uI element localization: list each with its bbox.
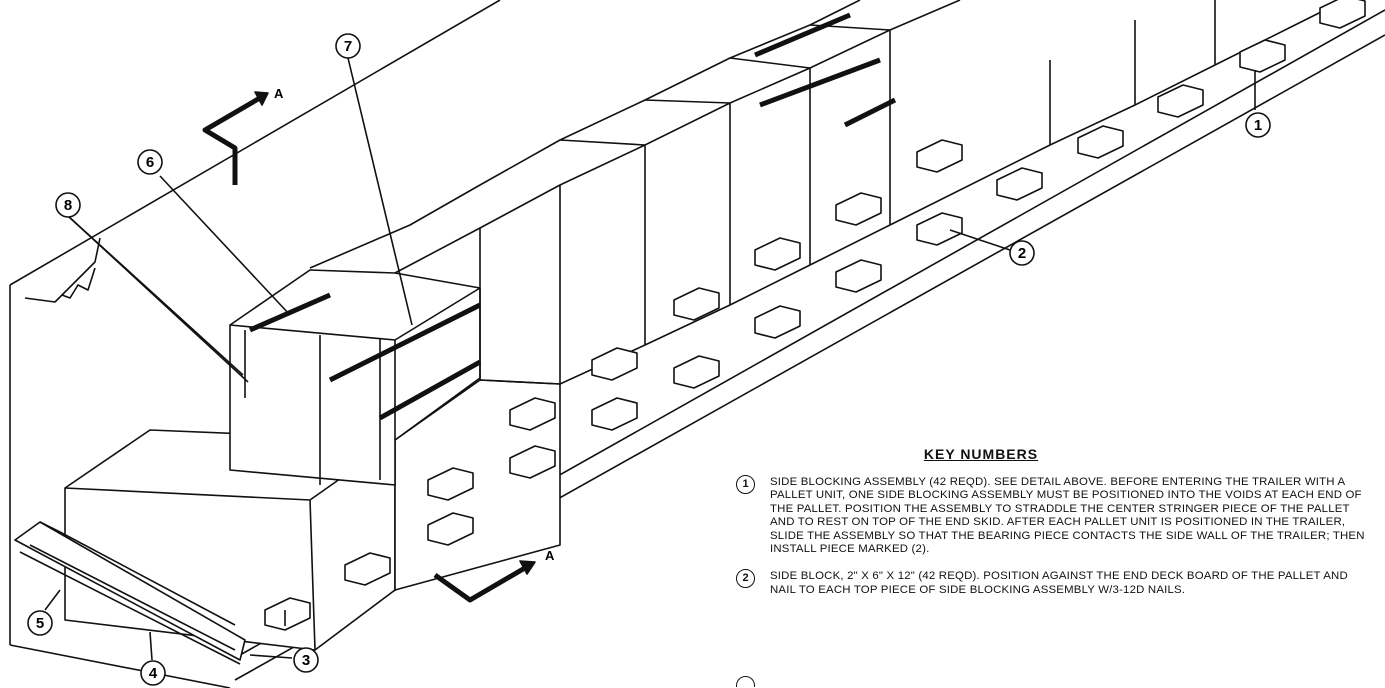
section-arrow-lower: [433, 560, 536, 603]
callout-6: 6: [146, 154, 154, 171]
callout-4: 4: [149, 665, 158, 682]
section-arrow-upper-label: A: [274, 86, 284, 101]
key-item-2-text: SIDE BLOCK, 2" X 6" X 12" (42 REQD). POS…: [770, 570, 1348, 596]
key-item-2-number: 2: [736, 569, 755, 589]
leader-lines: [44, 57, 1256, 661]
key-item-1-number: 1: [736, 475, 755, 494]
section-arrow-upper: [202, 91, 269, 185]
callout-2: 2: [1018, 245, 1026, 262]
key-item-1-text: SIDE BLOCKING ASSEMBLY (42 REQD). SEE DE…: [770, 476, 1365, 556]
section-arrow-lower-label: A: [545, 548, 555, 563]
side-blocking-assemblies: [264, 0, 1366, 631]
callout-1: 1: [1254, 117, 1262, 134]
key-item-3-partial-circle: [736, 676, 755, 687]
callout-circles: [27, 33, 1271, 686]
key-numbers-panel: KEY NUMBERS 1 SIDE BLOCKING ASSEMBLY (42…: [736, 446, 1376, 687]
key-item-2: 2 SIDE BLOCK, 2" X 6" X 12" (42 REQD). P…: [736, 569, 1376, 597]
key-numbers-title: KEY NUMBERS: [923, 446, 1039, 462]
callout-3: 3: [302, 652, 310, 669]
callout-8: 8: [64, 197, 72, 214]
callout-7: 7: [344, 38, 352, 55]
key-item-1: 1 SIDE BLOCKING ASSEMBLY (42 REQD). SEE …: [736, 475, 1376, 556]
callout-5: 5: [36, 615, 44, 632]
